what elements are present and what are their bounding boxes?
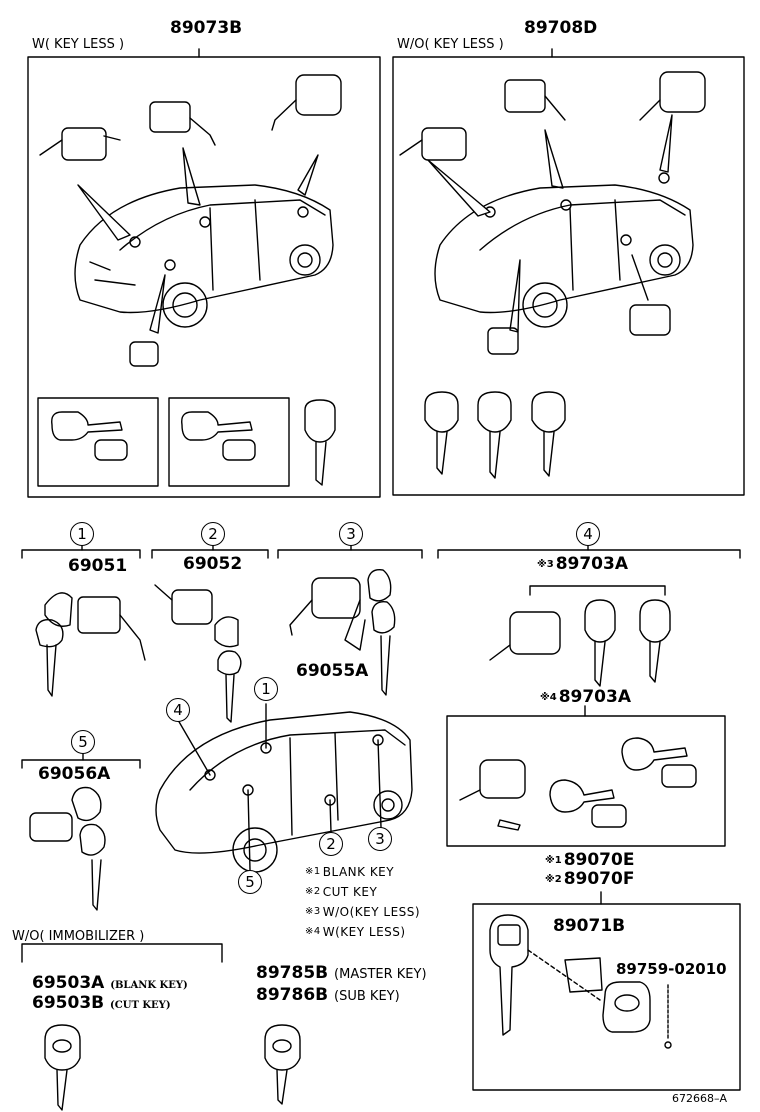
master-key-part: 89785B (MASTER KEY)	[256, 965, 427, 982]
group-2-part-number: 69052	[183, 554, 243, 574]
master-key-part-number: 89785B	[256, 963, 329, 983]
legend-1-mark: ※1	[305, 866, 321, 877]
no-keyless-condition-label: W/O( KEY LESS )	[397, 37, 504, 52]
group-4-illustration	[446, 585, 726, 847]
remote-part-1-number: 89070E	[563, 850, 635, 870]
remote-box-illustration	[472, 891, 741, 1091]
immobilizer-part-b-number: 69503B	[32, 993, 105, 1013]
no-keyless-box-part-number: 89708D	[524, 18, 598, 38]
immobilizer-note-a: (BLANK KEY)	[110, 980, 188, 991]
illustration-code: 672668–A	[672, 1092, 728, 1105]
remote-mark-2: ※2	[545, 874, 562, 885]
group-1-marker: 1	[70, 522, 94, 546]
group-3-marker: 3	[339, 522, 363, 546]
legend-1-text: BLANK KEY	[322, 865, 395, 879]
remote-part-2-number: 89070F	[563, 869, 635, 889]
immobilizer-key-illustration	[44, 1024, 81, 1111]
group-1-part-number: 69051	[68, 556, 128, 576]
sub-key-part: 89786B (SUB KEY)	[256, 987, 400, 1004]
immobilizer-part-a-number: 69503A	[32, 973, 105, 993]
car-callout-5: 5	[238, 870, 262, 894]
group-3-illustration	[289, 569, 396, 696]
car-callout-3: 3	[368, 827, 392, 851]
group-4-mark-a: ※3	[537, 559, 554, 570]
keyless-box-frame	[27, 48, 381, 498]
group-5-illustration	[29, 786, 106, 911]
legend-4-text: W(KEY LESS)	[322, 925, 406, 939]
immobilizer-part-b: 69503B (CUT KEY)	[32, 995, 171, 1012]
keyless-car-illustration	[39, 74, 342, 367]
group-4-part-b: 89703A	[558, 687, 631, 707]
group-5-part-number: 69056A	[38, 764, 111, 784]
sub-key-part-number: 89786B	[256, 985, 329, 1005]
car-callout-2: 2	[319, 832, 343, 856]
keyless-key-panels	[37, 397, 336, 487]
no-keyless-keys	[424, 391, 566, 479]
group-1-illustration	[35, 592, 146, 697]
remote-screw-part: 89759-02010	[616, 960, 727, 978]
car-callout-4: 4	[166, 698, 190, 722]
immobilizer-part-a: 69503A (BLANK KEY)	[32, 975, 188, 992]
remote-mark-1: ※1	[545, 855, 562, 866]
no-keyless-box-frame	[392, 48, 745, 496]
central-car-illustration	[155, 703, 413, 873]
legend-3-mark: ※3	[305, 906, 321, 917]
master-key-illustration	[264, 1024, 301, 1105]
group-5-marker: 5	[71, 730, 95, 754]
legend-3-text: W/O(KEY LESS)	[322, 905, 421, 919]
master-key-note: (MASTER KEY)	[334, 967, 427, 982]
group-2-illustration	[154, 584, 242, 723]
group-4-part-a: 89703A	[555, 554, 628, 574]
car-callout-1: 1	[254, 677, 278, 701]
keyless-box-part-number: 89073B	[170, 18, 243, 38]
keyless-condition-label: W( KEY LESS )	[32, 37, 125, 52]
immobilizer-condition-label: W/O( IMMOBILIZER )	[12, 929, 145, 944]
legend-4-mark: ※4	[305, 926, 321, 937]
group-2-marker: 2	[201, 522, 225, 546]
legend-2-text: CUT KEY	[322, 885, 378, 899]
immobilizer-note-b: (CUT KEY)	[110, 1000, 171, 1011]
group-4-mark-b: ※4	[540, 692, 557, 703]
legend-2-mark: ※2	[305, 886, 321, 897]
group-4-marker: 4	[576, 522, 600, 546]
no-keyless-car-illustration	[399, 71, 706, 355]
group-brackets	[21, 539, 741, 963]
group-3-part-number: 69055A	[296, 661, 369, 681]
sub-key-note: (SUB KEY)	[334, 989, 400, 1004]
remote-case-part: 89071B	[553, 916, 626, 936]
